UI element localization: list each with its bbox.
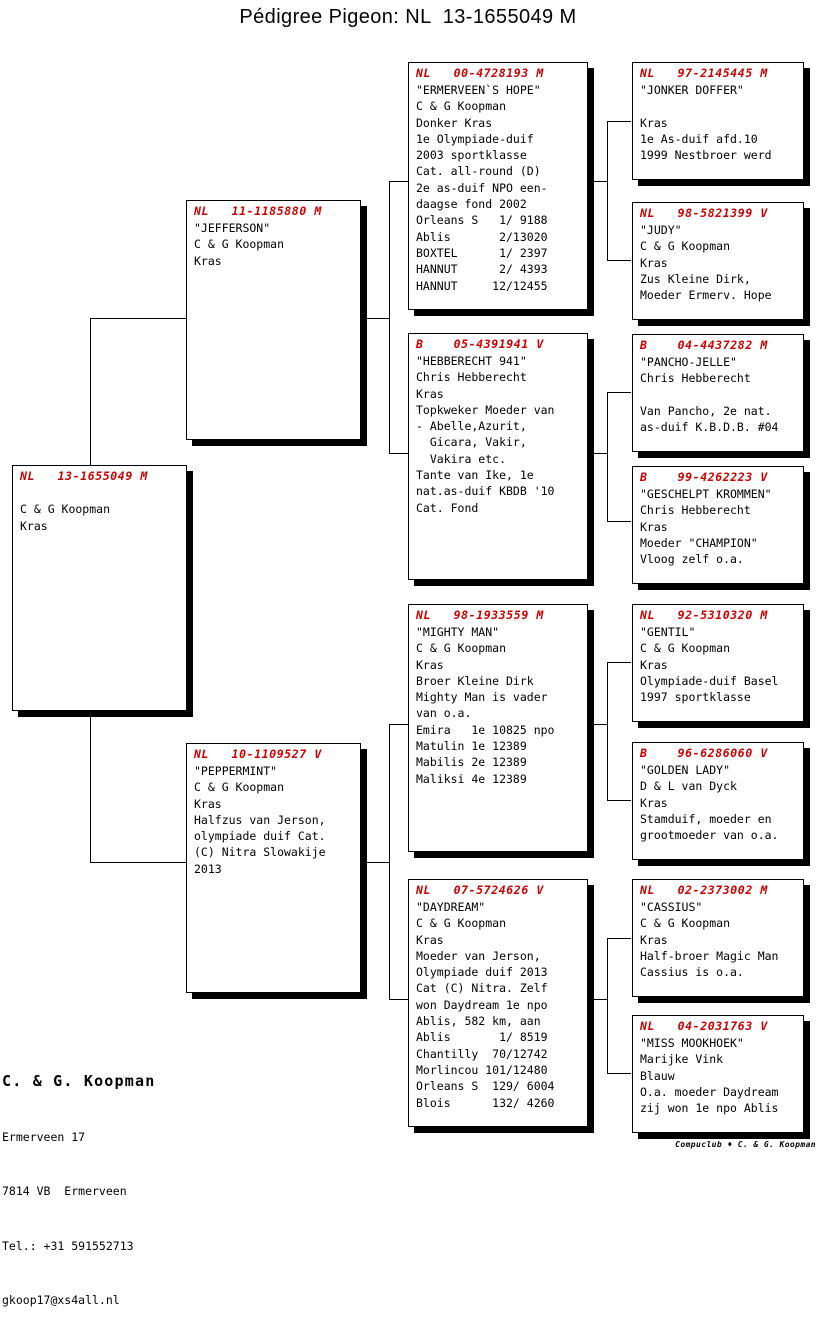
ring-number: NL 11-1185880 M [194, 204, 322, 218]
pedigree-card-greatgrandparent-1[interactable]: NL 97-2145445 M "JONKER DOFFER" Kras 1e … [632, 62, 804, 180]
connector-line [607, 260, 631, 261]
breeder-city: 7814 VB Ermerveen [2, 1184, 127, 1199]
pedigree-card-greatgrandparent-4[interactable]: B 99-4262223 V "GESCHELPT KROMMEN" Chris… [632, 466, 804, 584]
software-credit: Compuclub ♦ C. & G. Koopman [675, 1140, 816, 1149]
card-details: "DAYDREAM" C & G Koopman Kras Moeder van… [416, 900, 555, 1110]
connector-line [607, 181, 608, 260]
pedigree-card-greatgrandparent-5[interactable]: NL 92-5310320 M "GENTIL" C & G Koopman K… [632, 604, 804, 722]
card-details: "JONKER DOFFER" Kras 1e As-duif afd.10 1… [640, 83, 772, 163]
connector-line [585, 999, 607, 1000]
card-details: "GENTIL" C & G Koopman Kras Olympiade-du… [640, 625, 779, 705]
ring-number: NL 00-4728193 M [416, 66, 544, 80]
connector-line [607, 662, 608, 725]
connector-line [389, 724, 390, 863]
ring-number: NL 92-5310320 M [640, 608, 768, 622]
connector-line [389, 724, 409, 725]
card-details: "MISS MOOKHOEK" Marijke Vink Blauw O.a. … [640, 1036, 779, 1116]
card-details: "JEFFERSON" C & G Koopman Kras [194, 221, 285, 268]
connector-line [585, 724, 607, 725]
ring-number: B 96-6286060 V [640, 746, 768, 760]
connector-line [389, 181, 409, 182]
breeder-address: Ermerveen 17 [2, 1130, 86, 1144]
connector-line [607, 392, 631, 393]
card-details: "JUDY" C & G Koopman Kras Zus Kleine Dir… [640, 223, 772, 303]
connector-line [607, 392, 608, 454]
connector-line [585, 453, 607, 454]
connector-line [90, 862, 186, 863]
ring-number: B 05-4391941 V [416, 337, 544, 351]
pedigree-card-grandparent-2[interactable]: B 05-4391941 V "HEBBERECHT 941" Chris He… [408, 333, 588, 580]
card-details: "PANCHO-JELLE" Chris Hebberecht Van Panc… [640, 355, 779, 435]
pedigree-card-greatgrandparent-6[interactable]: B 96-6286060 V "GOLDEN LADY" D & L van D… [632, 742, 804, 860]
connector-line [607, 521, 631, 522]
ring-number: NL 07-5724626 V [416, 883, 544, 897]
pedigree-card-grandparent-1[interactable]: NL 00-4728193 M "ERMERVEEN`S HOPE" C & G… [408, 62, 588, 310]
card-details: "PEPPERMINT" C & G Koopman Kras Halfzus … [194, 764, 326, 876]
pedigree-card-greatgrandparent-3[interactable]: B 04-4437282 M "PANCHO-JELLE" Chris Hebb… [632, 334, 804, 452]
ring-number: NL 98-1933559 M [416, 608, 544, 622]
connector-line [607, 121, 608, 182]
connector-line [607, 121, 631, 122]
card-details: "CASSIUS" C & G Koopman Kras Half-broer … [640, 900, 779, 980]
ring-number: NL 97-2145445 M [640, 66, 768, 80]
connector-line [607, 938, 631, 939]
connector-line [389, 318, 390, 453]
connector-line [90, 318, 186, 319]
pedigree-card-greatgrandparent-8[interactable]: NL 04-2031763 V "MISS MOOKHOEK" Marijke … [632, 1015, 804, 1133]
breeder-email: gkoop17@xs4all.nl [2, 1292, 120, 1307]
pedigree-card-mother[interactable]: NL 10-1109527 V "PEPPERMINT" C & G Koopm… [186, 743, 361, 993]
ring-number: B 99-4262223 V [640, 470, 768, 484]
card-details: "MIGHTY MAN" C & G Koopman Kras Broer Kl… [416, 625, 555, 786]
connector-line [607, 662, 631, 663]
ring-number: B 04-4437282 M [640, 338, 768, 352]
pedigree-card-grandparent-3[interactable]: NL 98-1933559 M "MIGHTY MAN" C & G Koopm… [408, 604, 588, 852]
breeder-phone: Tel.: +31 591552713 [2, 1238, 134, 1253]
connector-line [90, 318, 91, 591]
connector-line [607, 724, 608, 800]
breeder-name: C. & G. Koopman [2, 1072, 156, 1090]
connector-line [607, 999, 608, 1073]
ring-number: NL 13-1655049 M [20, 469, 148, 483]
connector-line [389, 181, 390, 319]
pedigree-card-subject[interactable]: NL 13-1655049 M C & G Koopman Kras [12, 465, 187, 711]
ring-number: NL 04-2031763 V [640, 1019, 768, 1033]
page-title: Pédigree Pigeon: NL 13-1655049 M [239, 6, 577, 28]
connector-line [360, 318, 389, 319]
pedigree-card-grandparent-4[interactable]: NL 07-5724626 V "DAYDREAM" C & G Koopman… [408, 879, 588, 1127]
ring-number: NL 10-1109527 V [194, 747, 322, 761]
card-details: "GESCHELPT KROMMEN" Chris Hebberecht Kra… [640, 487, 772, 567]
ring-number: NL 02-2373002 M [640, 883, 768, 897]
card-details: "ERMERVEEN`S HOPE" C & G Koopman Donker … [416, 83, 548, 293]
card-details: "HEBBERECHT 941" Chris Hebberecht Kras T… [416, 354, 555, 515]
connector-line [607, 1073, 631, 1074]
footer-contact-block: C. & G. Koopman Ermerveen 17 7814 VB Erm… [2, 1033, 155, 1327]
connector-line [389, 999, 409, 1000]
connector-line [585, 181, 607, 182]
connector-line [389, 862, 390, 999]
connector-line [607, 453, 608, 521]
ring-number: NL 98-5821399 V [640, 206, 768, 220]
connector-line [607, 800, 631, 801]
connector-line [360, 862, 389, 863]
pedigree-card-greatgrandparent-7[interactable]: NL 02-2373002 M "CASSIUS" C & G Koopman … [632, 879, 804, 997]
card-details: "GOLDEN LADY" D & L van Dyck Kras Stamdu… [640, 763, 779, 843]
pedigree-card-father[interactable]: NL 11-1185880 M "JEFFERSON" C & G Koopma… [186, 200, 361, 440]
card-details: C & G Koopman Kras [20, 502, 111, 533]
pedigree-card-greatgrandparent-2[interactable]: NL 98-5821399 V "JUDY" C & G Koopman Kra… [632, 202, 804, 320]
connector-line [389, 453, 409, 454]
connector-line [607, 938, 608, 1000]
connector-line [90, 590, 91, 862]
